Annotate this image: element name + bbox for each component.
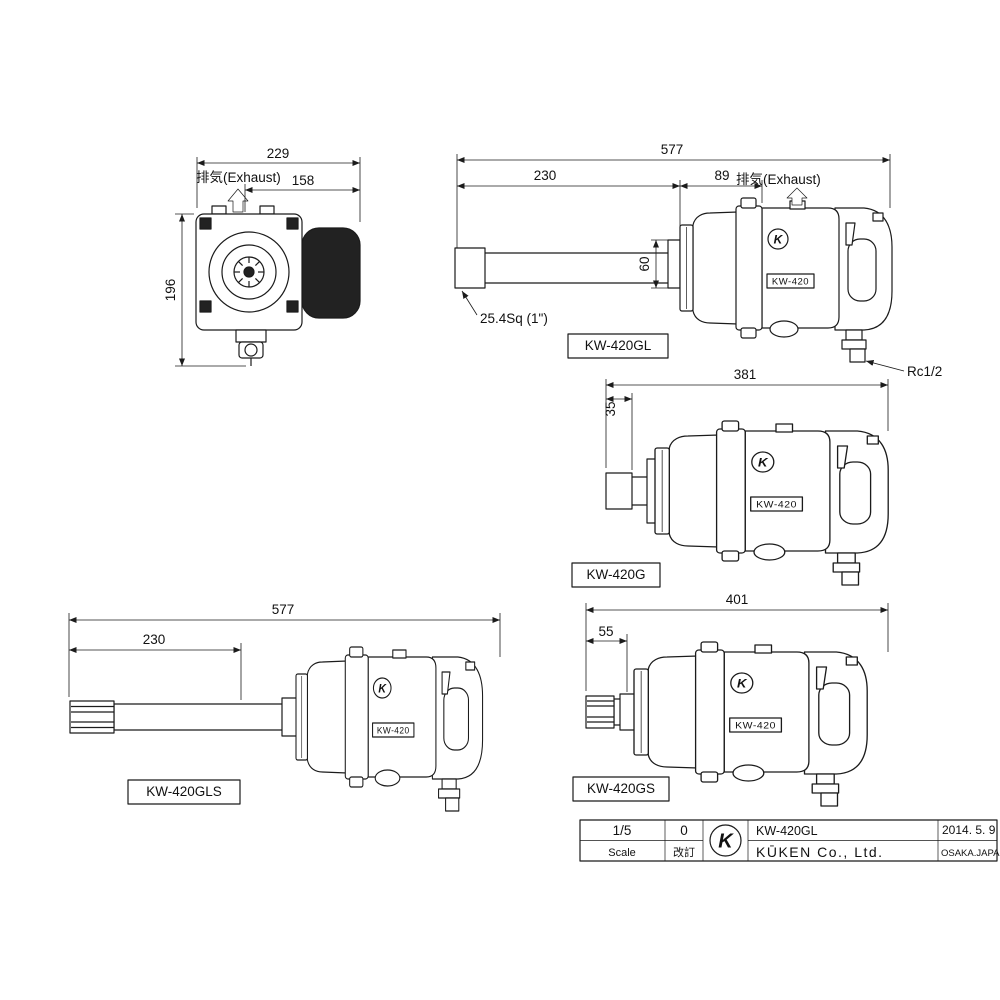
exhaust-label: 排気(Exhaust) bbox=[196, 170, 281, 185]
view-kw-420gls: 577 230 KW-420GLS bbox=[68, 602, 501, 812]
dim-height: 196 bbox=[163, 279, 178, 302]
exhaust-label: 排気(Exhaust) bbox=[736, 172, 821, 187]
scale-value: 1/5 bbox=[613, 823, 632, 838]
dim-total: 401 bbox=[726, 592, 749, 607]
extended-anvil bbox=[455, 252, 681, 284]
view-kw-420gl: 排気(Exhaust) 577 230 89 60 25.4Sq (1") KW… bbox=[454, 142, 942, 379]
model-label-box bbox=[567, 333, 669, 359]
top-lug-left bbox=[211, 205, 227, 215]
model-label: KW-420GLS bbox=[146, 784, 222, 799]
title-block-model: KW-420GL bbox=[756, 824, 818, 838]
dim-anvil: 35 bbox=[603, 401, 618, 416]
spline-drive bbox=[69, 700, 115, 734]
company-name: KŪKEN Co., Ltd. bbox=[756, 844, 884, 860]
dim-width: 229 bbox=[267, 146, 290, 161]
view-kw-420gs: 401 55 KW-420GS bbox=[572, 592, 889, 807]
inlet-port-front bbox=[244, 343, 258, 357]
spline-lines bbox=[587, 700, 614, 723]
corner-bolt bbox=[286, 300, 299, 313]
square-drive bbox=[605, 472, 633, 510]
spline-teeth bbox=[234, 257, 264, 287]
drawing-date: 2014. 5. 9 bbox=[942, 823, 996, 837]
model-label-box bbox=[127, 779, 241, 805]
dim-anvil: 230 bbox=[143, 632, 166, 647]
kuken-logo-icon bbox=[709, 824, 742, 857]
dim-anvil: 55 bbox=[598, 624, 613, 639]
inlet-neck-front bbox=[235, 329, 267, 343]
view-front: 排気(Exhaust) 229 158 196 bbox=[163, 146, 361, 367]
extended-anvil bbox=[113, 703, 299, 731]
scale-label: Scale bbox=[608, 847, 636, 859]
wrench-body-g bbox=[654, 420, 889, 586]
wrench-body-gl bbox=[679, 197, 893, 363]
top-lug-right bbox=[259, 205, 275, 215]
dim-handle: 158 bbox=[292, 173, 315, 188]
dim-total: 381 bbox=[734, 367, 757, 382]
leader-line bbox=[865, 359, 905, 372]
inlet-thread-label: Rc1/2 bbox=[907, 364, 942, 379]
dim-total: 577 bbox=[272, 602, 295, 617]
revision-value: 0 bbox=[680, 823, 688, 838]
model-label-box bbox=[571, 562, 661, 588]
spline-lines bbox=[71, 705, 114, 729]
handle-front bbox=[301, 227, 361, 319]
corner-bolt bbox=[286, 217, 299, 230]
leader-line bbox=[461, 290, 478, 316]
square-drive bbox=[454, 247, 486, 289]
wrench-body-gls bbox=[295, 646, 484, 812]
corner-bolt bbox=[199, 217, 212, 230]
view-kw-420g: 381 35 KW-420G bbox=[571, 367, 889, 588]
dim-pilot: 60 bbox=[637, 256, 652, 271]
kuken-logo-letter: K bbox=[718, 831, 734, 853]
model-label: KW-420G bbox=[586, 567, 645, 582]
company-location: OSAKA.JAPAN. bbox=[941, 848, 1000, 859]
model-label-box bbox=[572, 776, 670, 802]
dim-total: 577 bbox=[661, 142, 684, 157]
exhaust-arrow-icon bbox=[227, 188, 249, 213]
model-label: KW-420GS bbox=[587, 781, 655, 796]
anvil-pilot-flange bbox=[667, 239, 681, 289]
corner-bolt bbox=[199, 300, 212, 313]
dim-case: 89 bbox=[714, 168, 729, 183]
title-block: 1/5 Scale 0 改訂 K KW-420GL KŪKEN Co., Ltd… bbox=[579, 819, 1000, 862]
spline-bore bbox=[243, 266, 255, 278]
dim-anvil: 230 bbox=[534, 168, 557, 183]
revision-label: 改訂 bbox=[673, 845, 695, 859]
square-drive-label: 25.4Sq (1") bbox=[480, 311, 548, 326]
exhaust-arrow-icon bbox=[786, 187, 808, 206]
model-label: KW-420GL bbox=[585, 338, 652, 353]
